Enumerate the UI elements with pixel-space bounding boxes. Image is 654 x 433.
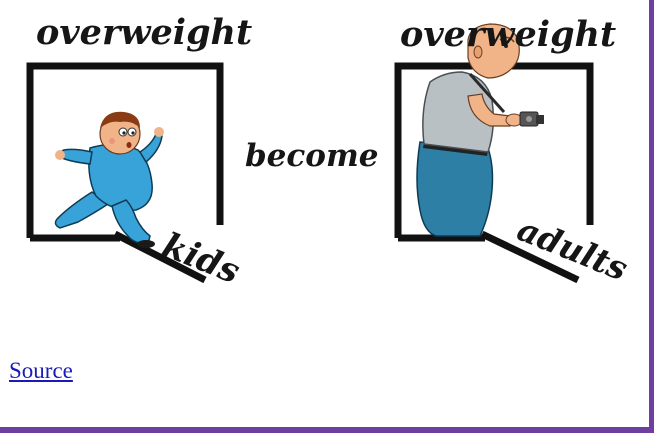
left-top-label: overweight xyxy=(36,12,252,53)
left-window-frame xyxy=(26,62,224,284)
standing-man-icon xyxy=(416,23,523,237)
right-top-label: overweight xyxy=(400,14,616,55)
middle-label: become xyxy=(245,138,378,174)
source-link[interactable]: Source xyxy=(9,358,73,383)
camera-icon xyxy=(519,111,544,127)
running-kid-icon xyxy=(54,111,164,248)
left-bottom-label: kids xyxy=(157,225,246,292)
